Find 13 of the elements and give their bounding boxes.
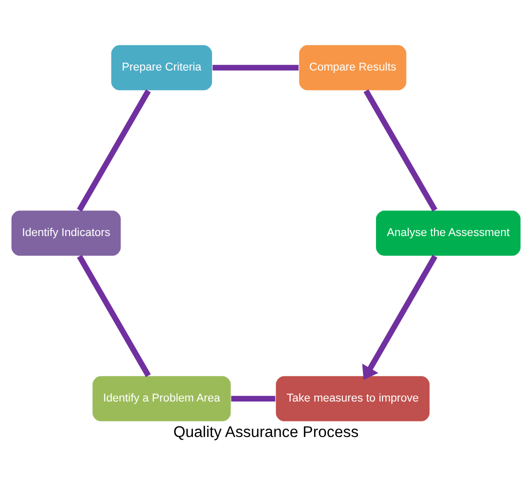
node-box: Identify a Problem Area: [92, 374, 232, 422]
connector: [76, 254, 151, 377]
connector: [231, 395, 276, 402]
node-box: Compare Results: [298, 44, 408, 90]
node-box: Take measures to improve: [275, 374, 430, 422]
diagram-title: Quality Assurance Process: [173, 423, 359, 440]
arrow: [362, 254, 438, 380]
connector: [76, 88, 151, 212]
node-box: Prepare Criteria: [110, 44, 213, 90]
node-box: Analyse the Assessment: [375, 209, 522, 256]
connector: [212, 64, 299, 70]
connector: [364, 88, 438, 212]
node-box: Identify Indicators: [10, 209, 122, 256]
